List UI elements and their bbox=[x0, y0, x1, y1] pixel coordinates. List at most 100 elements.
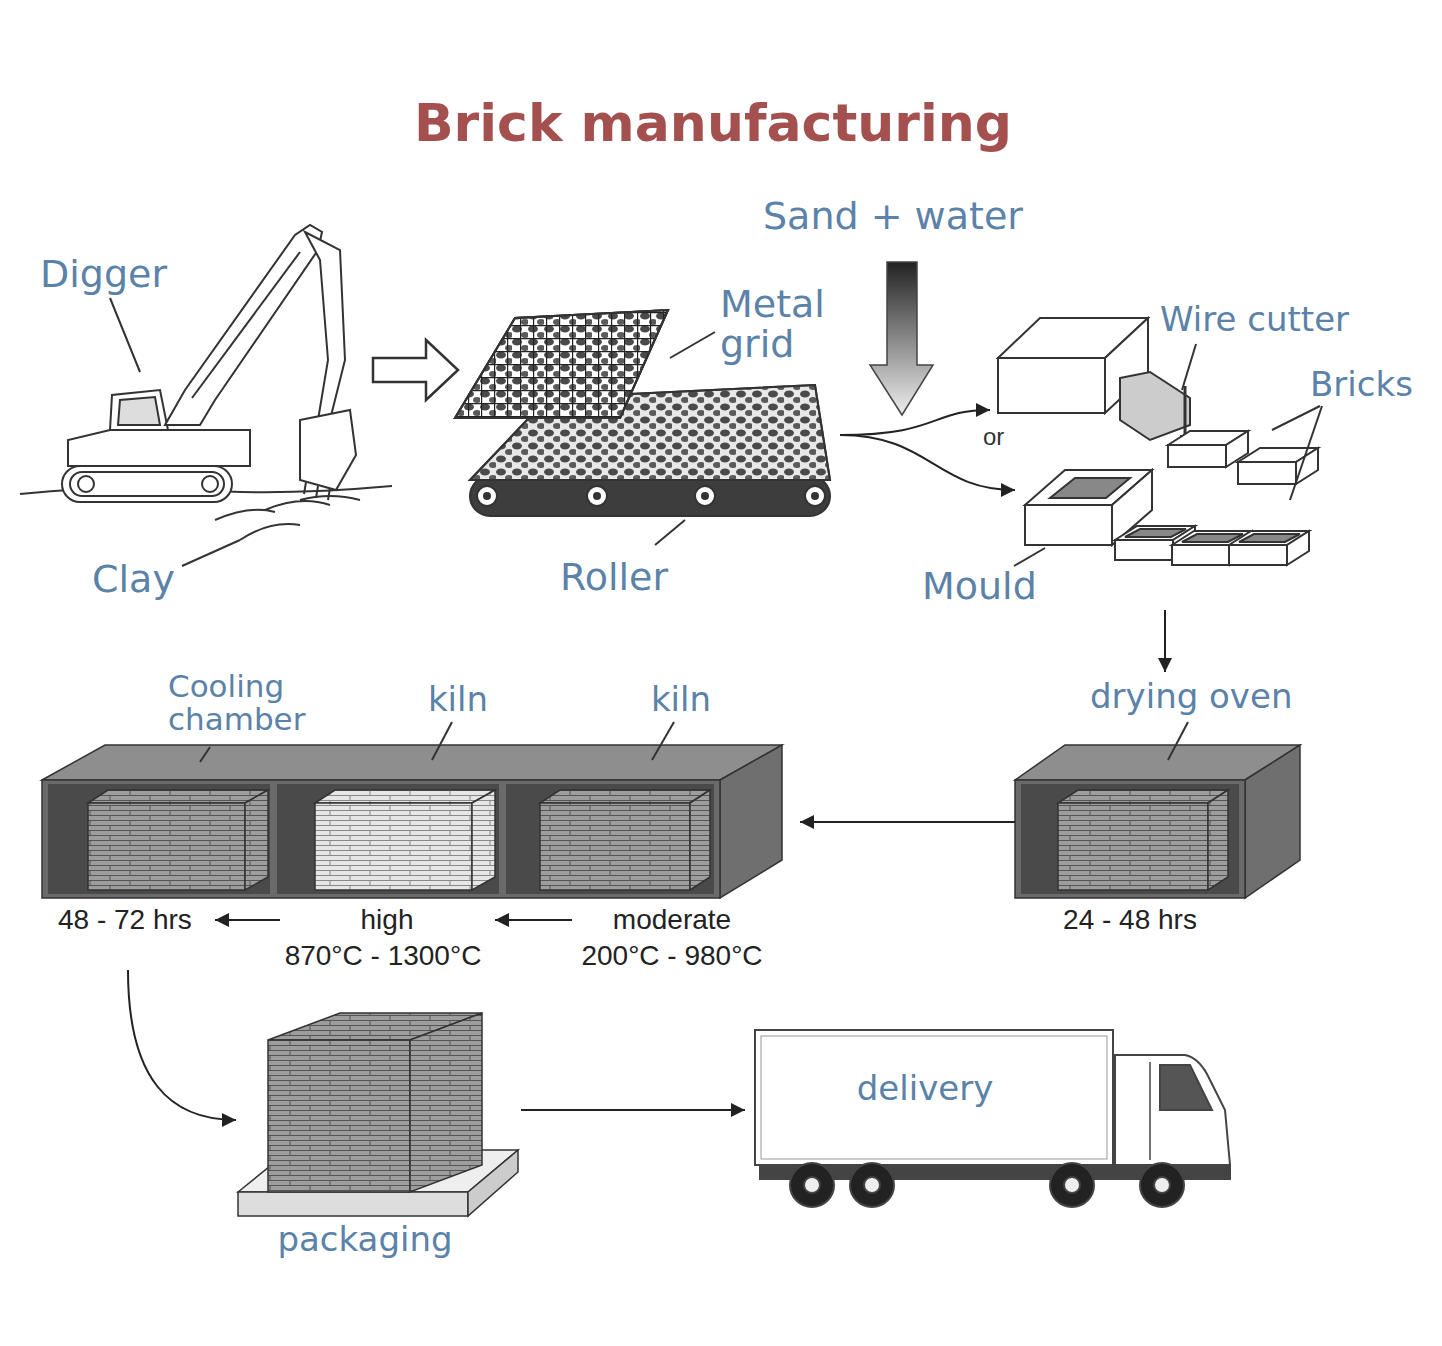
delivery-truck bbox=[864, 1177, 880, 1193]
excavator bbox=[20, 225, 392, 566]
part-label: kiln bbox=[428, 682, 488, 718]
delivery-truck bbox=[804, 1177, 820, 1193]
part-label: delivery bbox=[857, 1071, 994, 1107]
delivery-truck bbox=[1115, 1055, 1230, 1165]
duration-label: 48 - 72 hrs bbox=[58, 905, 192, 934]
excavator bbox=[62, 466, 232, 502]
delivery-truck bbox=[1050, 1163, 1094, 1207]
high-kiln-node: kilnhigh870°C - 1300°C bbox=[280, 680, 495, 970]
moderate-kiln-node: kilnmoderate200°C - 980°C bbox=[572, 680, 800, 970]
part-label: Roller bbox=[560, 558, 668, 598]
excavator bbox=[68, 430, 250, 466]
wire-cutter-and-bricks bbox=[1296, 448, 1318, 484]
mould-and-trays bbox=[1014, 470, 1309, 566]
kiln-building bbox=[245, 790, 268, 890]
packaging-pallet bbox=[238, 1192, 468, 1216]
roller-conveyor bbox=[805, 486, 825, 506]
wire-cutter-and-bricks bbox=[998, 358, 1105, 413]
wire-cutter-and-bricks bbox=[1238, 462, 1296, 484]
kiln-building bbox=[506, 784, 714, 894]
delivery-truck bbox=[1160, 1065, 1212, 1110]
roller-conveyor bbox=[455, 310, 668, 418]
mould-and-trays bbox=[1050, 478, 1130, 498]
roller-conveyor bbox=[587, 486, 607, 506]
kiln-building bbox=[88, 803, 245, 890]
packaging-node: packaging bbox=[236, 1008, 521, 1263]
part-label: Cooling chamber bbox=[168, 670, 343, 735]
roller-conveyor bbox=[655, 520, 685, 545]
kiln-building bbox=[540, 790, 710, 803]
cooling-chamber-node: Cooling chamber48 - 72 hrs bbox=[40, 668, 215, 970]
excavator-node: DiggerClay bbox=[18, 215, 373, 605]
delivery-truck bbox=[761, 1036, 1107, 1159]
part-label: Digger bbox=[40, 255, 167, 295]
roller-conveyor bbox=[812, 493, 818, 499]
delivery-truck bbox=[850, 1163, 894, 1207]
wire-cutter-and-bricks bbox=[998, 318, 1322, 500]
excavator bbox=[165, 225, 322, 425]
wire-cutter-and-bricks bbox=[1290, 406, 1322, 500]
excavator bbox=[215, 496, 360, 540]
block-arrow bbox=[373, 340, 458, 400]
roller-node: Metal gridRoller bbox=[458, 285, 840, 605]
part-label: kiln bbox=[651, 682, 711, 718]
mould-and-trays bbox=[1287, 531, 1309, 565]
kiln-building bbox=[432, 722, 452, 760]
drying-oven bbox=[1058, 803, 1208, 890]
roller-conveyor bbox=[484, 493, 490, 499]
excavator bbox=[300, 410, 356, 490]
mould-and-trays bbox=[1229, 545, 1287, 565]
kiln-building bbox=[315, 803, 472, 890]
duration-label: 24 - 48 hrs bbox=[1063, 905, 1197, 934]
kiln-building bbox=[315, 790, 495, 803]
drying-oven bbox=[1015, 780, 1245, 898]
flow-arrow bbox=[521, 1109, 745, 1111]
temperature-label: 200°C - 980°C bbox=[581, 941, 762, 970]
excavator bbox=[305, 232, 345, 420]
packaging-pallet bbox=[268, 1040, 410, 1192]
mould-and-trays bbox=[1115, 540, 1173, 560]
drying-oven bbox=[1168, 722, 1188, 760]
drying-oven bbox=[1208, 790, 1228, 890]
part-label: Bricks bbox=[1310, 367, 1413, 403]
delivery-truck-node: delivery bbox=[745, 1025, 1240, 1215]
kiln-building bbox=[48, 784, 270, 894]
delivery-truck bbox=[1064, 1177, 1080, 1193]
part-label: Mould bbox=[922, 567, 1037, 607]
excavator bbox=[304, 482, 330, 500]
mould-and-trays bbox=[1172, 545, 1230, 565]
delivery-truck bbox=[1140, 1163, 1184, 1207]
flow-arrow bbox=[800, 821, 1015, 823]
delivery-truck bbox=[1154, 1177, 1170, 1193]
flow-arrow bbox=[215, 919, 280, 921]
kiln-building bbox=[200, 747, 210, 762]
kiln-building bbox=[652, 722, 674, 760]
delivery-truck bbox=[755, 1030, 1230, 1207]
mould-and-trays bbox=[1025, 505, 1112, 545]
mould-and-trays bbox=[1014, 548, 1045, 566]
mould-and-trays bbox=[1239, 534, 1300, 542]
delivery-truck bbox=[755, 1030, 1113, 1165]
excavator bbox=[78, 476, 94, 492]
kiln-building bbox=[540, 803, 690, 890]
sand-water-arrow bbox=[870, 262, 933, 415]
roller-conveyor bbox=[455, 310, 668, 418]
wire-cutter-and-bricks bbox=[1120, 372, 1190, 440]
kiln-building bbox=[277, 784, 499, 894]
excavator bbox=[110, 390, 168, 430]
packaging-pallet bbox=[238, 1013, 518, 1216]
mould-and-trays bbox=[1125, 529, 1186, 537]
part-label: drying oven bbox=[1090, 679, 1292, 715]
wire-cutter-and-bricks bbox=[1182, 344, 1196, 390]
kiln-building bbox=[42, 745, 782, 780]
flow-arrow bbox=[840, 410, 990, 435]
roller-conveyor bbox=[695, 486, 715, 506]
roller-conveyor bbox=[670, 332, 715, 358]
drying-oven bbox=[1021, 784, 1239, 894]
part-label: Metal grid bbox=[720, 285, 860, 365]
kiln-building bbox=[88, 790, 268, 803]
diagram-title: Brick manufacturing bbox=[414, 96, 1012, 151]
branch-label: or bbox=[983, 424, 1004, 449]
excavator bbox=[118, 397, 160, 425]
